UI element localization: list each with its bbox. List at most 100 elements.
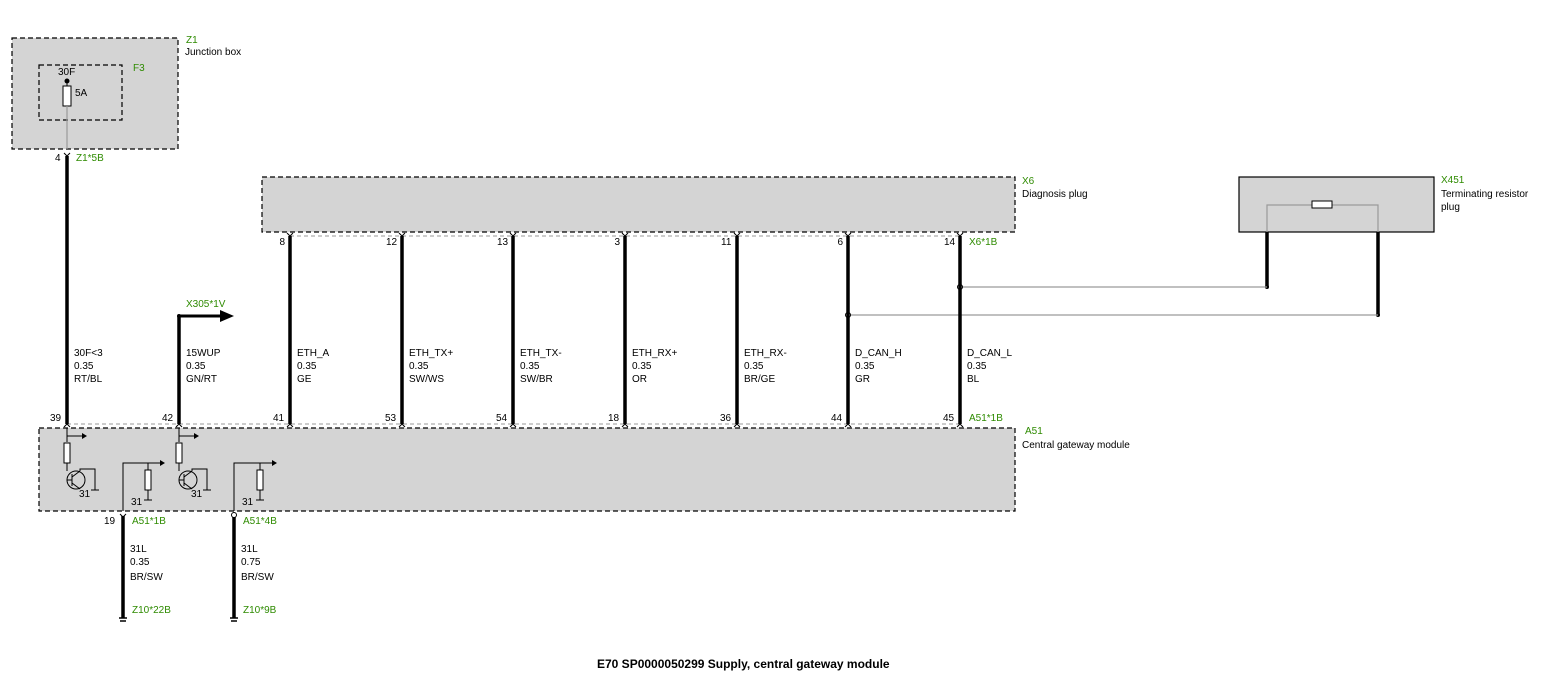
arrow-right-icon (220, 310, 234, 322)
pin-bottom: 45 (943, 413, 955, 424)
wire-color: BL (967, 374, 980, 385)
diagnosis-plug-id: X6 (1022, 176, 1035, 187)
pin-bottom: 18 (608, 413, 620, 424)
pin-bottom: 36 (720, 413, 732, 424)
wire-signal: 15WUP (186, 348, 221, 359)
wire-size: 0.35 (297, 361, 317, 372)
fuse-terminal-label: 30F (58, 67, 75, 78)
junction-box-name: Junction box (185, 47, 241, 58)
pin-top: 6 (838, 237, 844, 248)
ground-point: Z10*22B (132, 605, 171, 616)
pullup-ground-label: 31 (131, 497, 143, 508)
gateway-name: Central gateway module (1022, 440, 1130, 451)
ground-color: BR/SW (241, 572, 274, 583)
gateway-id: A51 (1025, 426, 1043, 437)
ground-pin: 19 (104, 516, 116, 527)
wire-signal: D_CAN_L (967, 348, 1012, 359)
pin-top: 3 (615, 237, 621, 248)
ground-size: 0.35 (130, 557, 150, 568)
branch-label: X305*1V (186, 299, 226, 310)
wire-size: 0.35 (632, 361, 652, 372)
resistor-icon (1311, 200, 1333, 209)
junction-box[interactable]: 30F 5A F3 Z1 Junction box (11, 35, 241, 150)
ground-color: BR/SW (130, 572, 163, 583)
wire-color: SW/BR (520, 374, 553, 385)
diagnosis-plug-connector: X6*1B (969, 237, 998, 248)
diagnosis-plug[interactable]: X6 Diagnosis plug (261, 176, 1088, 237)
wire-color: RT/BL (74, 374, 103, 385)
pin-top: 12 (386, 237, 398, 248)
wire-signal: 30F<3 (74, 348, 103, 359)
pin-bottom: 44 (831, 413, 843, 424)
terminating-resistor-plug[interactable]: X451 Terminating resistor plug (1238, 175, 1529, 233)
junction-box-pin: 4 (55, 153, 61, 164)
diagnosis-plug-name: Diagnosis plug (1022, 189, 1088, 200)
terminating-resistor-id: X451 (1441, 175, 1465, 186)
ground-point: Z10*9B (243, 605, 277, 616)
gateway-connector-top: A51*1B (969, 413, 1003, 424)
wire-signal: ETH_RX- (744, 348, 787, 359)
junction-box-connector: Z1*5B (76, 153, 104, 164)
wire-color: OR (632, 374, 647, 385)
wire-signal: D_CAN_H (855, 348, 902, 359)
wire-size: 0.35 (855, 361, 875, 372)
pin-bottom: 54 (496, 413, 508, 424)
terminating-resistor-name-1: Terminating resistor (1441, 189, 1529, 200)
wire-color: SW/WS (409, 374, 444, 385)
fuse-icon (62, 85, 72, 107)
pin-bottom: 39 (50, 413, 62, 424)
wire-size: 0.35 (520, 361, 540, 372)
transistor-ground-label: 31 (79, 489, 91, 500)
wire-size: 0.35 (409, 361, 429, 372)
pin-top: 11 (721, 237, 732, 248)
branch-x305[interactable]: X305*1V (177, 299, 234, 322)
ground-connector: A51*4B (243, 516, 277, 527)
transistor-circuit-1: 31 (63, 428, 99, 500)
ground-connector: A51*1B (132, 516, 166, 527)
wire-signal: ETH_TX- (520, 348, 562, 359)
ground-signal: 31L (130, 544, 147, 555)
pin-top: 14 (944, 237, 956, 248)
wire-color: GE (297, 374, 312, 385)
ground-signal: 31L (241, 544, 258, 555)
junction-box-id: Z1 (186, 35, 198, 46)
wire-signal: ETH_RX+ (632, 348, 677, 359)
pin-top: 8 (280, 237, 286, 248)
transistor-ground-label: 31 (191, 489, 203, 500)
ground-size: 0.75 (241, 557, 261, 568)
pin-bottom: 42 (162, 413, 174, 424)
wire-color: GN/RT (186, 374, 217, 385)
terminating-resistor-name-2: plug (1441, 202, 1460, 213)
diagram-title: E70 SP0000050299 Supply, central gateway… (597, 657, 890, 671)
central-gateway-module[interactable]: A51 Central gateway module 31 31 (38, 423, 1130, 512)
wire-size: 0.35 (744, 361, 764, 372)
pin-bottom: 53 (385, 413, 397, 424)
wire-signal: ETH_A (297, 348, 330, 359)
pin-top: 13 (497, 237, 509, 248)
wire-signal: ETH_TX+ (409, 348, 453, 359)
pullup-circuit-1: 31 (122, 460, 165, 511)
fuse-id: F3 (133, 63, 145, 74)
pin-bottom: 41 (273, 413, 285, 424)
pullup-ground-label: 31 (242, 497, 254, 508)
wire-size: 0.35 (186, 361, 206, 372)
wire-size: 0.35 (74, 361, 94, 372)
wire-size: 0.35 (967, 361, 987, 372)
wire-color: GR (855, 374, 870, 385)
fuse-rating-label: 5A (75, 88, 88, 99)
wire-color: BR/GE (744, 374, 775, 385)
